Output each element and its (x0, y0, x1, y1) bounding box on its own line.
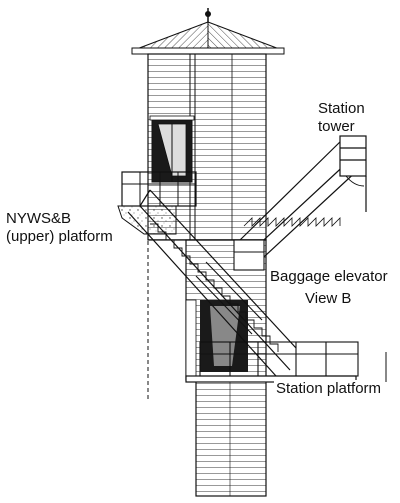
label-nywsb-line2: (upper) platform (6, 228, 113, 245)
label-nywsb-line1: NYWS&B (6, 210, 72, 227)
label-view: View B (305, 290, 352, 307)
tower-lower (195, 379, 267, 497)
label-station-tower-line2: tower (318, 118, 355, 135)
upper-railing (121, 171, 197, 207)
label-station-platform: Station platform (274, 380, 384, 398)
upper-stairs (239, 135, 367, 269)
label-station-tower: Station tower (318, 100, 365, 136)
tower-upper (147, 53, 267, 241)
mid-stairs (195, 239, 265, 335)
label-nywsb-upper-platform: NYWS&B (upper) platform (6, 210, 113, 246)
tower-roof (131, 8, 285, 55)
lower-stairs (127, 189, 297, 377)
label-baggage-elevator: Baggage elevator (270, 268, 388, 285)
landing-railing (199, 341, 359, 377)
label-station-tower-line1: Station (318, 100, 365, 117)
